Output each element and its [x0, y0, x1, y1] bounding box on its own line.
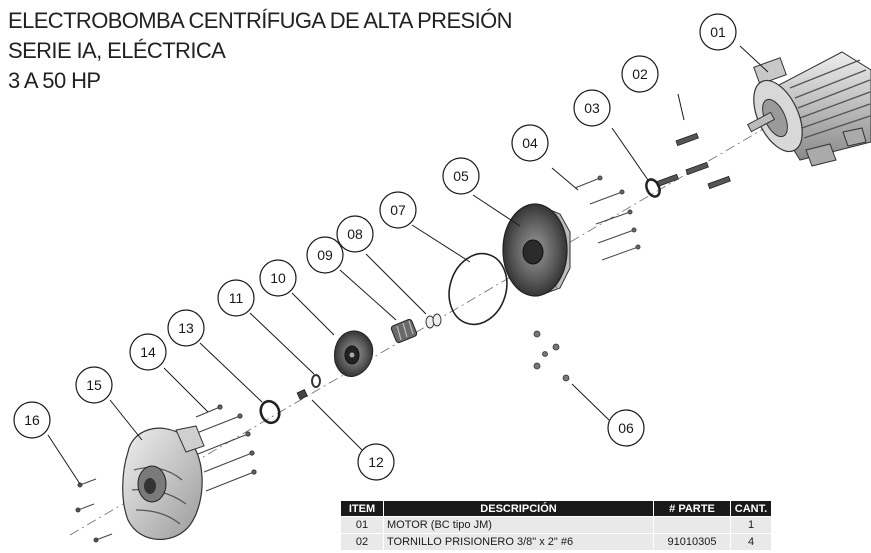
svg-text:01: 01 [710, 24, 726, 40]
mechanical-seal-09-part [390, 318, 418, 344]
impeller-nut-12-part [296, 389, 308, 400]
impeller-10-part [334, 330, 374, 377]
row-item: 01 [340, 516, 384, 534]
seal-washer-08-part [425, 313, 442, 329]
callout-10: 10 [259, 259, 297, 297]
washer-11-part [311, 374, 321, 388]
row-item: 02 [340, 533, 384, 551]
motor-part [746, 51, 871, 167]
callout-09: 09 [306, 236, 344, 274]
svg-text:05: 05 [453, 168, 469, 184]
callout-04: 04 [511, 124, 549, 162]
casing-o-ring-13-part [259, 399, 281, 425]
svg-text:09: 09 [317, 247, 333, 263]
callout-07: 07 [379, 191, 417, 229]
pump-casing-15-part [122, 425, 205, 540]
stud-screws-part [655, 132, 731, 190]
table-row: 02 TORNILLO PRISIONERO 3/8" x 2" #6 9101… [340, 533, 772, 551]
callout-11: 11 [217, 279, 255, 317]
callout-13: 13 [167, 309, 205, 347]
callout-12: 12 [357, 443, 395, 481]
svg-text:02: 02 [632, 66, 648, 82]
title-line-2: SERIE IA, ELÉCTRICA [8, 38, 226, 63]
svg-text:11: 11 [229, 290, 244, 306]
svg-text:03: 03 [584, 100, 600, 116]
header-part-number: # PARTE [653, 500, 731, 517]
gasket-07-part [448, 252, 508, 326]
o-ring-03-part [645, 178, 661, 198]
callout-08: 08 [336, 215, 374, 253]
header-quantity: CANT. [730, 500, 772, 517]
svg-text:15: 15 [86, 377, 102, 393]
bolts-04-part [574, 175, 641, 261]
svg-text:07: 07 [390, 202, 406, 218]
row-part-number: 91010305 [653, 533, 731, 551]
callout-05: 05 [442, 157, 480, 195]
callout-14: 14 [129, 333, 167, 371]
drain-plugs-part [533, 330, 570, 382]
header-item: ITEM [340, 500, 384, 517]
callout-03: 03 [573, 89, 611, 127]
title-line-3: 3 A 50 HP [8, 68, 101, 93]
table-header-row: ITEM DESCRIPCIÓN # PARTE CANT. [340, 500, 772, 517]
svg-text:06: 06 [618, 420, 634, 436]
title-line-1: ELECTROBOMBA CENTRÍFUGA DE ALTA PRESIÓN [8, 8, 513, 33]
callout-02: 02 [621, 55, 659, 93]
callout-16: 16 [13, 401, 51, 439]
adapter-bracket-part [502, 203, 571, 297]
callout-01: 01 [699, 13, 737, 51]
row-description: TORNILLO PRISIONERO 3/8" x 2" #6 [383, 533, 654, 551]
svg-text:10: 10 [270, 270, 286, 286]
row-quantity: 1 [730, 516, 772, 534]
row-part-number [653, 516, 731, 534]
header-description: DESCRIPCIÓN [383, 500, 654, 517]
leader-lines [47, 45, 769, 485]
casing-bolts-16-part [75, 478, 113, 543]
callout-06: 06 [607, 409, 645, 447]
svg-text:16: 16 [24, 412, 40, 428]
row-description: MOTOR (BC tipo JM) [383, 516, 654, 534]
row-quantity: 4 [730, 533, 772, 551]
svg-text:14: 14 [140, 344, 156, 360]
svg-text:13: 13 [178, 320, 194, 336]
parts-table: ITEM DESCRIPCIÓN # PARTE CANT. 01 MOTOR … [340, 500, 772, 551]
svg-text:08: 08 [347, 226, 363, 242]
svg-text:12: 12 [368, 454, 384, 470]
table-row: 01 MOTOR (BC tipo JM) 1 [340, 516, 772, 534]
callout-15: 15 [75, 366, 113, 404]
title-block: ELECTROBOMBA CENTRÍFUGA DE ALTA PRESIÓN … [8, 6, 513, 96]
svg-text:04: 04 [522, 135, 538, 151]
